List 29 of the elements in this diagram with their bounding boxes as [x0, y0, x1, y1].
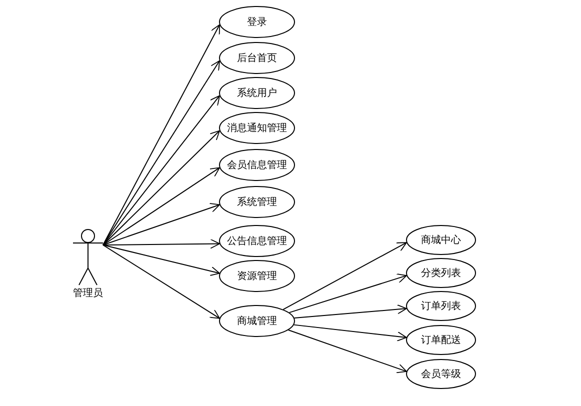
association-arrow: [282, 242, 408, 310]
use-case-label: 订单列表: [421, 300, 461, 313]
use-case-label: 消息通知管理: [227, 122, 287, 135]
use-case-label: 商城管理: [237, 314, 277, 328]
use-case-label: 资源管理: [237, 270, 277, 283]
use-case-label: 会员等级: [421, 368, 461, 381]
use-case-label: 商城中心: [421, 234, 461, 247]
use-case-label: 公告信息管理: [227, 234, 287, 248]
association-arrow: [288, 330, 408, 374]
actor-label: 管理员: [72, 287, 104, 300]
association-arrow: [102, 244, 220, 276]
association-arrow: [294, 304, 408, 318]
association-arrow: [102, 238, 220, 249]
association-arrow: [102, 244, 220, 319]
use-case-label: 登录: [247, 16, 267, 29]
association-arrow: [288, 274, 408, 314]
use-case-label: 系统管理: [237, 196, 277, 209]
use-case-label: 分类列表: [421, 266, 461, 280]
association-arrow: [102, 60, 220, 246]
association-arrow: [102, 24, 220, 246]
use-case-label: 系统用户: [237, 86, 277, 100]
use-case-label: 会员信息管理: [227, 158, 287, 172]
association-arrow: [102, 130, 220, 246]
association-arrow: [102, 95, 220, 246]
use-case-label: 订单配送: [421, 334, 461, 347]
association-arrow: [102, 167, 220, 246]
use-case-label: 后台首页: [237, 52, 277, 65]
association-arrow: [293, 324, 408, 342]
association-arrow: [102, 202, 220, 246]
